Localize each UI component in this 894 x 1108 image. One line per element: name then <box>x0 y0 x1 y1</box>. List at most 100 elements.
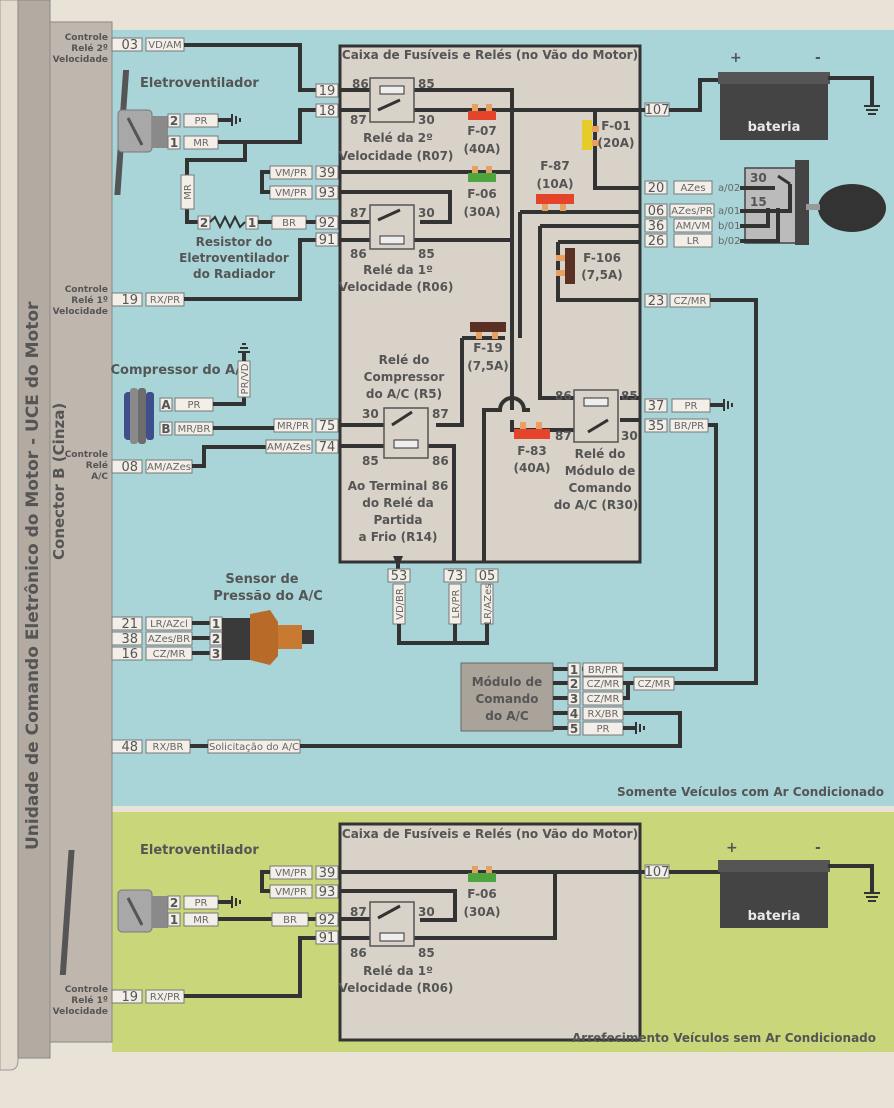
svg-text:Velocidade: Velocidade <box>53 307 108 317</box>
svg-text:+: + <box>730 50 742 66</box>
svg-text:(30A): (30A) <box>464 205 501 219</box>
svg-text:Relé da 1º: Relé da 1º <box>363 263 433 277</box>
fan-terminals-no-ac: 2 PR 1 MR BR <box>167 895 316 927</box>
svg-text:15: 15 <box>750 195 767 209</box>
svg-text:RX/BR: RX/BR <box>153 742 184 753</box>
fuse-box-bottom-pins: 53 73 05 VD/BR LR/PR LR/AZes <box>387 568 499 645</box>
svg-text:Comando: Comando <box>568 481 631 495</box>
svg-text:3: 3 <box>570 692 578 706</box>
svg-text:CZ/MR: CZ/MR <box>587 679 620 690</box>
svg-text:73: 73 <box>447 569 464 584</box>
svg-text:Velocidade (R06): Velocidade (R06) <box>339 280 454 294</box>
svg-text:Relé da 2º: Relé da 2º <box>363 131 433 145</box>
svg-text:30: 30 <box>418 113 435 127</box>
resistor-wire-mr: MR <box>183 184 194 200</box>
svg-text:85: 85 <box>362 454 379 468</box>
svg-text:Velocidade: Velocidade <box>53 1007 108 1017</box>
svg-text:LR/AZes: LR/AZes <box>483 584 494 625</box>
svg-text:do A/C (R5): do A/C (R5) <box>366 387 442 401</box>
svg-text:86: 86 <box>432 454 449 468</box>
svg-text:PR: PR <box>195 898 208 909</box>
svg-text:23: 23 <box>648 294 665 309</box>
svg-text:RX/PR: RX/PR <box>150 295 180 306</box>
svg-text:do Relé da: do Relé da <box>362 496 434 510</box>
svg-text:16: 16 <box>121 647 138 662</box>
ground-icon <box>723 399 733 411</box>
svg-text:F-83: F-83 <box>517 444 547 458</box>
svg-text:F-06: F-06 <box>467 887 497 901</box>
svg-text:30: 30 <box>362 407 379 421</box>
svg-text:BR/PR: BR/PR <box>674 421 704 432</box>
svg-text:87: 87 <box>432 407 449 421</box>
ecu-title: Unidade de Comando Eletrônico do Motor -… <box>23 301 43 850</box>
svg-text:03: 03 <box>121 38 138 53</box>
svg-text:(40A): (40A) <box>514 461 551 475</box>
svg-text:1: 1 <box>170 136 178 150</box>
wire-48-solicitacao <box>300 711 682 748</box>
svg-text:39: 39 <box>319 166 336 181</box>
svg-text:F-06: F-06 <box>467 187 497 201</box>
svg-text:2: 2 <box>170 896 178 910</box>
wire-08 <box>192 445 266 468</box>
svg-text:85: 85 <box>418 247 435 261</box>
ground-icon <box>231 896 241 908</box>
ecu-pin-08: Controle Relé A/C 08 AM/AZes <box>65 450 193 482</box>
ecu-pin-19: Controle Relé 1º Velocidade 19 RX/PR <box>53 285 185 317</box>
svg-text:93: 93 <box>319 186 336 201</box>
svg-text:MR/PR: MR/PR <box>277 421 309 432</box>
svg-text:a Frio (R14): a Frio (R14) <box>358 530 437 544</box>
svg-text:MR: MR <box>193 915 209 926</box>
ground-icon <box>635 722 645 734</box>
resistor-label-2: Eletroventilador <box>179 251 289 265</box>
svg-text:AZes: AZes <box>680 183 705 194</box>
svg-text:Módulo de: Módulo de <box>565 464 636 478</box>
svg-text:PR: PR <box>597 724 610 735</box>
resistor-label-3: do Radiador <box>193 267 275 281</box>
ac-section-caption: Somente Veículos com Ar Condicionado <box>617 785 884 799</box>
relay-r06-no-ac: 87 30 86 85 Relé da 1º Velocidade (R06) <box>339 901 453 995</box>
svg-text:Relé 2º: Relé 2º <box>71 43 108 54</box>
svg-text:F-87: F-87 <box>540 159 570 173</box>
svg-text:F-07: F-07 <box>467 124 497 138</box>
svg-text:86: 86 <box>555 389 572 403</box>
svg-text:-: - <box>815 840 821 856</box>
ecu-pin-19-no-ac: Controle Relé 1º Velocidade 19 RX/PR <box>53 936 318 1017</box>
wire-03 <box>184 43 318 92</box>
fan-icon-no-ac <box>59 850 168 975</box>
ac-control-module: Módulo de Comando do A/C 1 BR/PR 2 CZ/MR… <box>460 662 675 736</box>
svg-text:Velocidade (R07): Velocidade (R07) <box>339 149 454 163</box>
fan-title-no-ac: Eletroventilador <box>140 843 259 858</box>
svg-text:Controle: Controle <box>65 450 108 460</box>
svg-text:PR: PR <box>188 400 201 411</box>
svg-text:AM/AZes: AM/AZes <box>147 462 191 473</box>
svg-text:107: 107 <box>645 865 670 880</box>
cold-start-note: Ao Terminal 86 do Relé da Partida a Frio… <box>348 479 449 570</box>
fan-icon <box>114 70 168 195</box>
svg-text:AM/VM: AM/VM <box>676 221 710 232</box>
svg-text:(30A): (30A) <box>464 905 501 919</box>
svg-text:1: 1 <box>248 216 256 230</box>
svg-text:AM/AZes: AM/AZes <box>267 442 311 453</box>
pressure-sensor-title-2: Pressão do A/C <box>213 589 323 604</box>
relay-r30: 86 85 87 30 Relé do Módulo de Comando do… <box>554 389 639 512</box>
svg-text:Relé: Relé <box>86 460 108 471</box>
svg-text:BR: BR <box>282 218 296 229</box>
resistor-label-1: Resistor do <box>196 235 273 249</box>
svg-text:39: 39 <box>319 866 336 881</box>
battery-icon-no-ac: + - bateria <box>718 840 880 928</box>
resistor-wire-tag <box>180 174 195 210</box>
svg-text:CZ/MR: CZ/MR <box>587 694 620 705</box>
ecu-outer-edge <box>0 0 19 1071</box>
svg-text:F-01: F-01 <box>601 119 631 133</box>
svg-text:(20A): (20A) <box>598 136 635 150</box>
svg-text:(10A): (10A) <box>537 177 574 191</box>
svg-text:21: 21 <box>121 617 138 632</box>
fan-title: Eletroventilador <box>140 76 259 91</box>
svg-text:VM/PR: VM/PR <box>275 188 307 199</box>
svg-text:85: 85 <box>418 77 435 91</box>
svg-text:PR/VD: PR/VD <box>240 363 251 394</box>
svg-text:b/01: b/01 <box>718 221 740 232</box>
svg-text:CZ/MR: CZ/MR <box>674 296 707 307</box>
svg-text:Controle: Controle <box>65 985 108 995</box>
svg-text:Ao Terminal 86: Ao Terminal 86 <box>348 479 449 493</box>
